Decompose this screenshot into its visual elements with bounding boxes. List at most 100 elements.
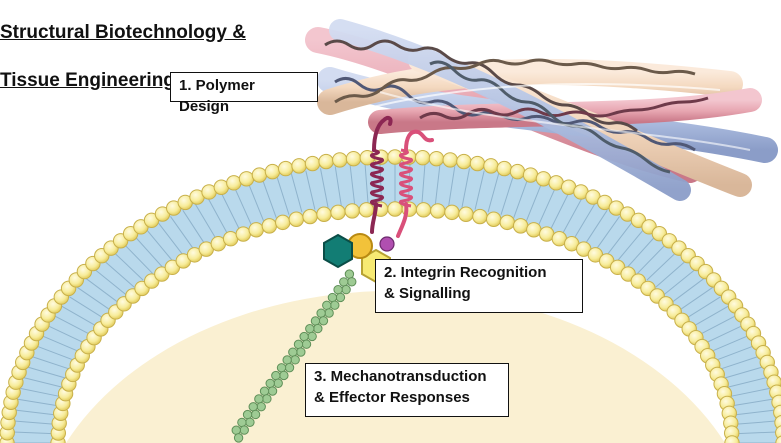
actin-bead <box>296 347 306 357</box>
actin-bead <box>327 292 338 303</box>
lipid-tail <box>135 237 163 268</box>
lipid-tail <box>646 252 676 281</box>
actin-bead <box>237 417 247 428</box>
lipid-tail-band <box>5 155 781 443</box>
fiber-strand <box>419 96 709 121</box>
label-mechanotransduction: 3. Mechanotransduction & Effector Respon… <box>305 363 509 417</box>
lipid-tail <box>500 176 514 215</box>
actin-bead <box>271 370 281 381</box>
lipid-tail <box>248 184 265 222</box>
cell-membrane <box>0 149 781 443</box>
lipid-tail <box>124 244 153 274</box>
lipid-head <box>444 204 460 221</box>
lipid-tail <box>434 164 441 205</box>
actin-bead <box>344 269 355 279</box>
actin-bead <box>284 362 295 373</box>
lipid-tail <box>221 193 240 230</box>
actin-bead <box>273 378 283 388</box>
integrin-alpha-tail <box>370 202 378 234</box>
lipid-tail <box>421 163 426 204</box>
lipid-tail <box>262 180 277 219</box>
actin-bead <box>265 378 275 389</box>
lipid-head <box>248 222 264 238</box>
lipid-tail <box>36 345 74 361</box>
lipid-tail <box>724 366 763 379</box>
lipid-tail <box>733 398 773 406</box>
lipid-head <box>316 206 332 222</box>
lipid-tail <box>158 222 184 255</box>
lipid-tail <box>364 163 369 204</box>
actin-bead <box>305 324 315 334</box>
lipid-head <box>264 163 281 180</box>
lipid-head <box>302 208 318 225</box>
lipid-tail <box>13 431 53 435</box>
lipid-head <box>499 214 515 231</box>
lipid-head <box>415 202 432 218</box>
lipid-tail <box>61 305 96 327</box>
actin-bead <box>313 323 323 334</box>
lipid-tail <box>27 366 66 379</box>
lipid-head <box>522 167 539 183</box>
lipid-tail <box>637 244 666 274</box>
lipid-tail <box>736 420 776 425</box>
integrin-beta-tail <box>396 202 409 238</box>
label-mechano-line-1: 3. Mechanotransduction <box>314 368 487 385</box>
label-mechano-line-2: & Effector Responses <box>314 389 470 406</box>
actin-bead <box>333 285 343 295</box>
lipid-tail <box>305 170 316 210</box>
lipid-head <box>261 218 278 234</box>
lipid-head <box>288 211 305 227</box>
lipid-head <box>304 155 321 172</box>
lipid-head <box>469 155 486 172</box>
actin-bead <box>239 425 249 435</box>
lipid-tail <box>606 222 632 255</box>
lipid-tail <box>17 398 57 406</box>
lipid-tail <box>15 409 55 416</box>
lipid-head <box>318 153 334 170</box>
actin-bead <box>262 394 272 404</box>
lipid-tail <box>41 335 79 352</box>
lipid-head <box>332 152 348 168</box>
lipid-tail <box>525 184 542 222</box>
actin-bead <box>330 300 340 310</box>
title-line-1: Structural Biotechnology & <box>0 22 246 43</box>
lipid-tail <box>319 168 329 208</box>
fiber-strand <box>334 58 696 104</box>
lipid-tail <box>69 296 103 319</box>
lipid-tail <box>182 209 205 244</box>
lipid-head <box>512 218 529 234</box>
actin-bead <box>254 394 264 404</box>
label-polymer-text: 1. Polymer Design <box>179 77 255 115</box>
actin-bead <box>301 339 312 349</box>
actin-bead <box>259 386 270 396</box>
lipid-tail <box>114 252 144 281</box>
lipid-head <box>226 175 242 191</box>
helix-coil <box>370 148 384 208</box>
teal-hexagon <box>323 233 353 269</box>
integrin-beta-extracellular <box>404 129 434 152</box>
lipid-tail <box>550 193 569 230</box>
lipid-tail <box>349 164 356 205</box>
lipid-head <box>496 160 513 177</box>
lipid-tail <box>538 188 556 226</box>
lipid-tail <box>585 209 608 244</box>
actin-bead <box>279 370 289 381</box>
lipid-tail <box>573 204 596 239</box>
lipid-tail <box>77 287 111 311</box>
actin-bead <box>267 386 278 396</box>
actin-bead <box>256 401 266 412</box>
label-integrin-recognition: 2. Integrin Recognition & Signalling <box>375 259 583 313</box>
lipid-head <box>358 202 375 218</box>
actin-bead <box>316 308 326 318</box>
lipid-head <box>526 222 542 238</box>
lipid-head <box>472 208 488 225</box>
lipid-head <box>277 160 294 177</box>
actin-bead <box>248 402 258 412</box>
integrin-alpha-helix <box>370 148 384 208</box>
fiber-highlight <box>379 91 751 151</box>
lipid-tail <box>735 409 775 416</box>
lipid-head <box>430 203 446 219</box>
actin-bead <box>322 300 332 311</box>
lipid-tail <box>94 269 126 295</box>
